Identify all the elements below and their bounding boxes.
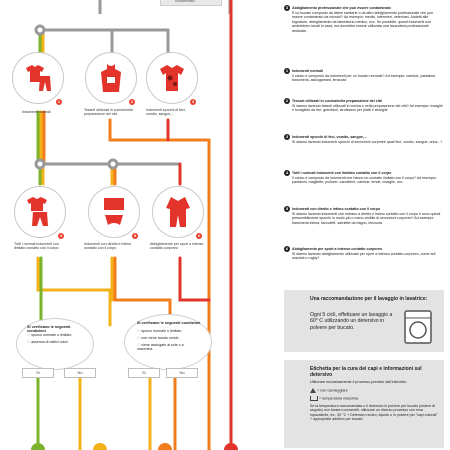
label-row-bleach: = non candeggiare	[310, 388, 348, 393]
node-intimate-contact	[88, 186, 140, 238]
panel-num: 4	[284, 170, 290, 176]
stained-shirt-icon	[160, 65, 184, 91]
label-box-body: Se la temperatura raccomandata o il dete…	[310, 404, 438, 422]
apron-icon	[101, 64, 121, 92]
condition-2-item-2: ☐ non viene tanuto umido	[137, 336, 179, 340]
caption-kitchen-textiles: Tessuti utilizzati in cucina/nella prepa…	[84, 108, 133, 117]
result-orange	[158, 443, 172, 450]
condition-2-title: Si verificano le seguenti condizioni	[137, 321, 201, 325]
label-box-title: Etichetta per la cura dei capi e informa…	[310, 366, 422, 378]
panel-num: 6	[284, 246, 290, 252]
condition-2-item-3: ☐ viene asciugato al sole o a macchina	[137, 343, 184, 351]
panel-num: 2	[284, 98, 290, 104]
badge-4: 4	[58, 233, 64, 239]
node-sport-clothes	[152, 186, 204, 238]
answer-yes-1: Sì	[22, 368, 54, 378]
node-soiled-clothes	[146, 52, 198, 104]
washing-machine-icon	[404, 310, 432, 344]
condition-1-title: Si verificano le seguenti condizioni	[27, 325, 71, 333]
result-yellow	[93, 443, 107, 450]
result-red	[224, 443, 238, 450]
node-kitchen-textiles	[85, 52, 137, 104]
care-label-box: Etichetta per la cura dei capi e informa…	[284, 360, 444, 448]
badge-5: 5	[132, 233, 138, 239]
condition-box-2: Si verificano le seguenti condizioni ☐ s…	[124, 314, 212, 370]
top-box: contaminato	[160, 0, 222, 6]
badge-3: 3	[190, 99, 196, 105]
caption-limited-contact: Tutti i normali indumenti con limitato c…	[14, 242, 59, 251]
panel-num: 1	[284, 68, 290, 74]
answer-yes-2: Sì	[128, 368, 160, 378]
label-box-intro: Utilizzare esclusivamente il processo pr…	[310, 380, 407, 384]
condition-2-item-1: ☐ sporco normale o limitato	[137, 329, 182, 333]
result-green	[31, 443, 45, 450]
washer-box-title: Una raccomandazione per il lavaggio in l…	[310, 296, 428, 302]
no-bleach-icon	[310, 388, 316, 393]
badge-2: 2	[129, 99, 135, 105]
condition-1-item-2: ☐ assenza di cattivi odori	[27, 340, 68, 344]
washer-recommendation-box: Una raccomandazione per il lavaggio in l…	[284, 290, 444, 352]
badge-6: 6	[196, 233, 202, 239]
answer-no-1: No	[64, 368, 96, 378]
caption-intimate-contact: Indumenti con diretto e intimo contatto …	[84, 242, 132, 251]
washer-box-body: Ogni 5 cicli, effettuare un lavaggio a 6…	[310, 312, 393, 331]
panel-num: 3	[284, 134, 290, 140]
condition-1-item-1: ☐ sporco normale o limitato	[27, 333, 72, 337]
wash-temp-icon	[310, 396, 318, 401]
node-normal-clothes	[12, 52, 64, 104]
panel-num: 3	[284, 5, 290, 11]
caption-sport-clothes: Abbigliamento per sport a intenso contat…	[150, 242, 204, 251]
caption-soiled-clothes: Indumenti sporchi di feci, vomito, sangu…	[146, 108, 186, 117]
panel-num: 5	[284, 206, 290, 212]
sport-suit-icon	[166, 197, 190, 227]
badge-1: 1	[56, 99, 62, 105]
tshirt-pants-icon	[26, 65, 51, 91]
top-box-label: contaminato	[175, 0, 195, 3]
underwear-towel-icon	[104, 198, 124, 225]
answer-no-2: No	[166, 368, 198, 378]
shirt-pants-icon	[27, 197, 48, 226]
label-row-temp: = temperatura massima	[310, 396, 358, 401]
node-limited-contact	[14, 186, 66, 238]
condition-box-1: Si verificano le seguenti condizioni ☐ s…	[16, 318, 94, 370]
caption-normal-clothes: Indumenti normali	[22, 110, 51, 114]
